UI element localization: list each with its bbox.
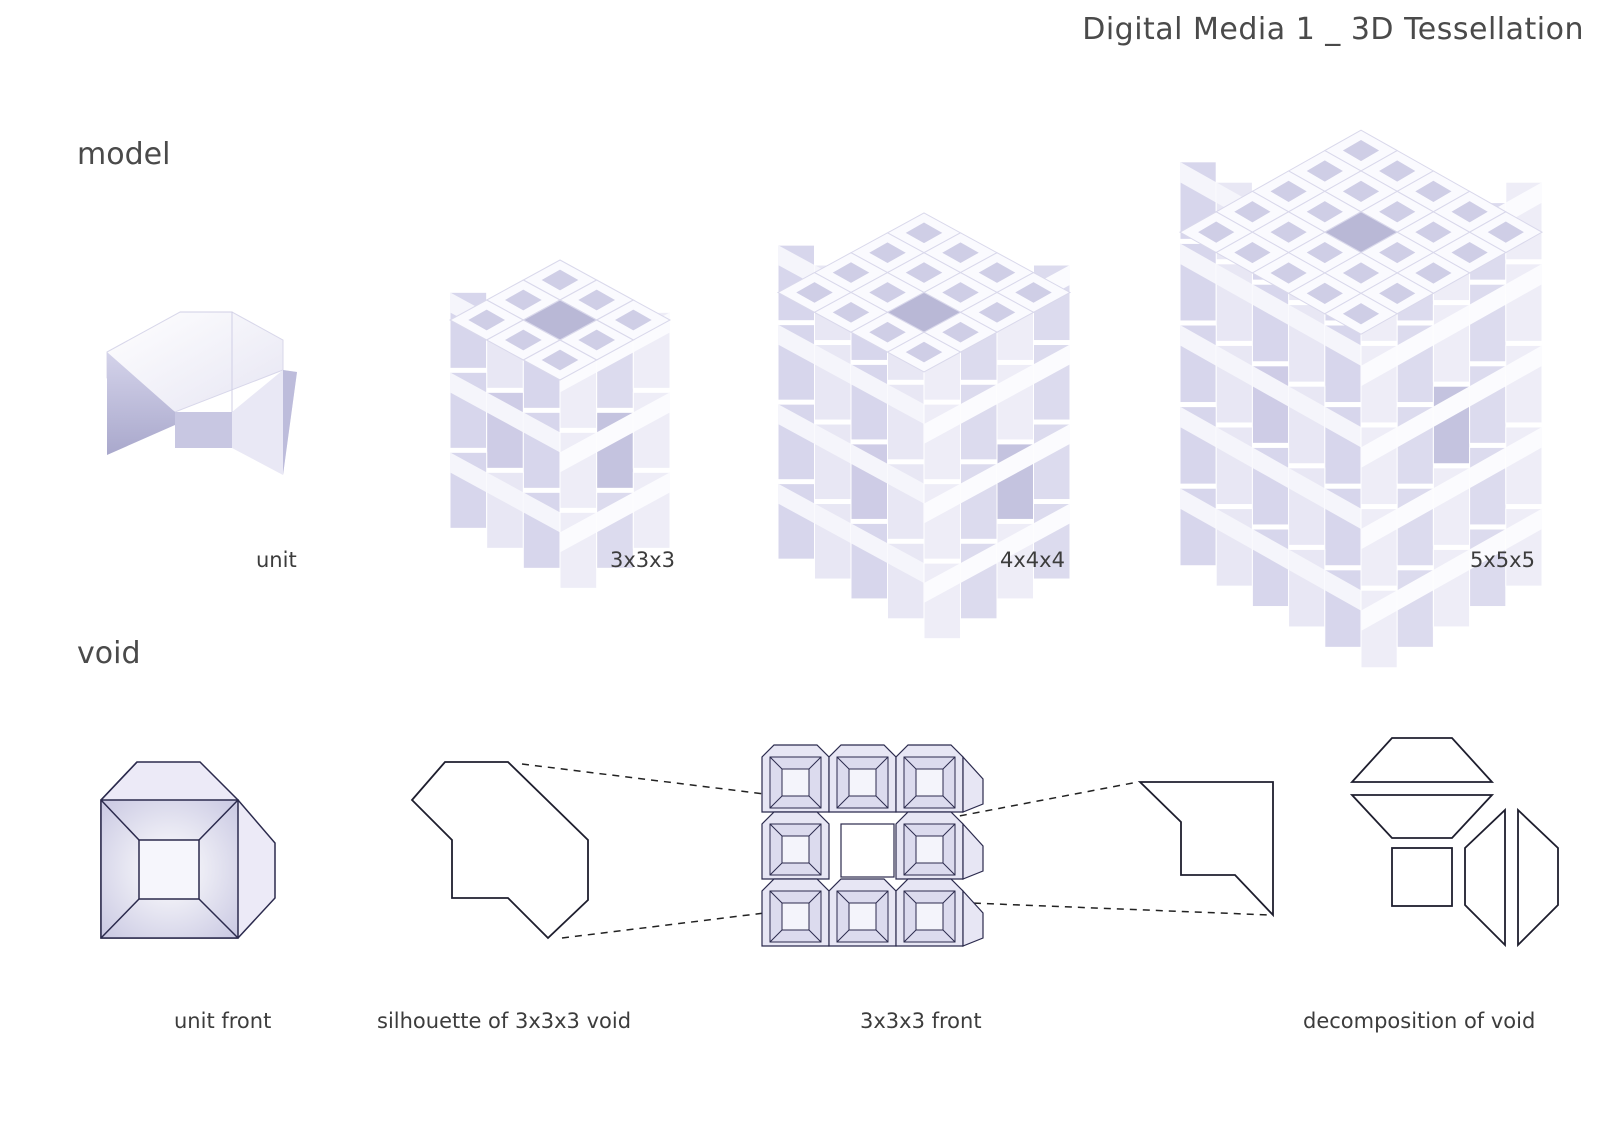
unit-model bbox=[106, 311, 297, 475]
caption-decomposition: decomposition of void bbox=[1303, 1009, 1536, 1033]
section-label-void: void bbox=[77, 636, 141, 671]
caption-unit: unit bbox=[256, 548, 297, 572]
caption-unit-front: unit front bbox=[174, 1009, 272, 1033]
void-piece bbox=[1137, 781, 1274, 918]
caption-3x3x3-front: 3x3x3 front bbox=[860, 1009, 982, 1033]
caption-4x4x4: 4x4x4 bbox=[1000, 548, 1065, 572]
caption-silhouette: silhouette of 3x3x3 void bbox=[377, 1009, 632, 1033]
page-title: Digital Media 1 _ 3D Tessellation bbox=[1082, 12, 1584, 47]
decomposition-pieces bbox=[1349, 737, 1559, 948]
front-3x3x3-drawing bbox=[761, 744, 984, 947]
silhouette-outline bbox=[410, 761, 589, 940]
caption-5x5x5: 5x5x5 bbox=[1470, 548, 1535, 572]
model-3x3x3 bbox=[448, 259, 672, 589]
caption-3x3x3: 3x3x3 bbox=[610, 548, 675, 572]
unit-front-drawing bbox=[100, 761, 276, 939]
model-4x4x4 bbox=[776, 212, 1072, 640]
model-5x5x5 bbox=[1178, 129, 1544, 669]
section-label-model: model bbox=[77, 137, 171, 172]
